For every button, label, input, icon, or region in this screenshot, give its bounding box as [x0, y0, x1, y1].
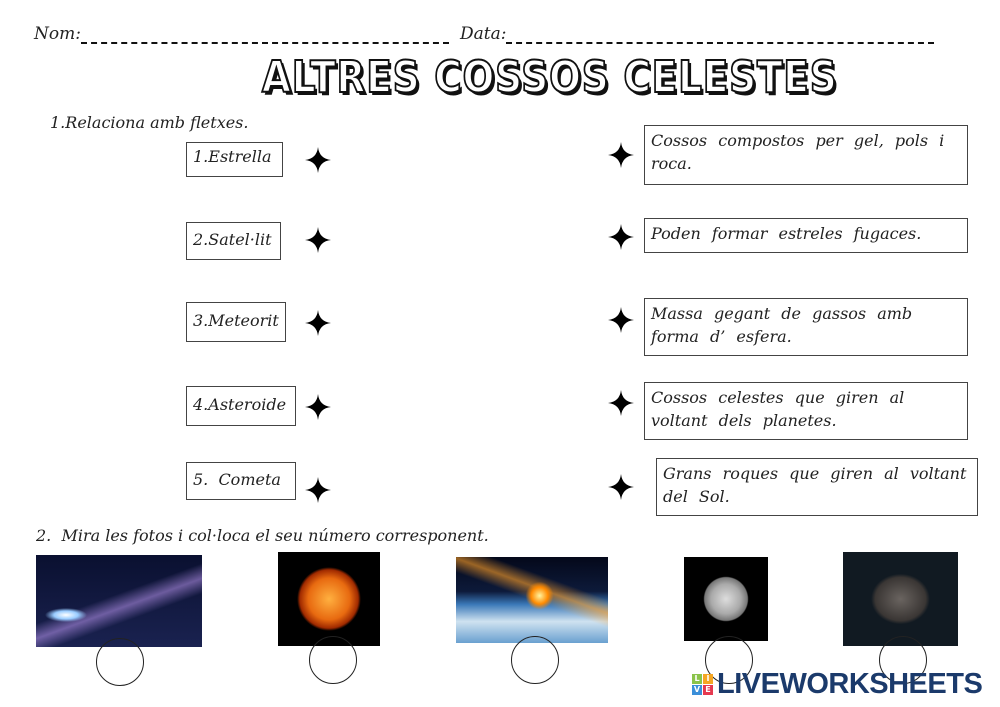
sun-photo: [278, 552, 380, 646]
logo-tile: V: [692, 685, 702, 695]
definition-3: Massa gegant de gassos amb forma d’ esfe…: [644, 298, 968, 356]
logo-tile: L: [692, 674, 702, 684]
meteorite-photo: [456, 557, 608, 643]
definition-5: Grans roques que giren al voltant del So…: [656, 458, 978, 516]
definition-2: Poden formar estreles fugaces.: [644, 218, 968, 253]
date-line[interactable]: [506, 28, 935, 44]
date-field[interactable]: Data:: [460, 24, 935, 44]
answer-circle-asteroid[interactable]: [879, 636, 927, 684]
answer-circle-meteorite[interactable]: [511, 636, 559, 684]
logo-tile: I: [703, 674, 713, 684]
answer-circle-sun[interactable]: [309, 636, 357, 684]
term-cometa: 5. Cometa: [186, 462, 296, 500]
definition-1: Cossos compostos per gel, pols i roca.: [644, 125, 968, 185]
logo-tile: E: [703, 685, 713, 695]
star-connector-icon[interactable]: [608, 390, 634, 416]
term-estrella: 1.Estrella: [186, 142, 283, 177]
name-line[interactable]: [80, 28, 449, 44]
star-connector-icon[interactable]: [608, 142, 634, 168]
logo-text: LIVEWORKSHEETS: [717, 668, 983, 700]
star-connector-icon[interactable]: [305, 310, 331, 336]
logo-tiles-icon: L I V E: [692, 674, 713, 695]
exercise1-instruction: 1.Relaciona amb fletxes.: [50, 113, 249, 132]
star-connector-icon[interactable]: [305, 394, 331, 420]
exercise2-instruction: 2. Mira les fotos i col·loca el seu núme…: [36, 526, 489, 545]
star-connector-icon[interactable]: [608, 474, 634, 500]
name-field[interactable]: Nom:: [34, 24, 449, 44]
term-satellit: 2.Satel·lit: [186, 222, 281, 260]
comet-photo: [36, 555, 202, 647]
term-meteorit: 3.Meteorit: [186, 302, 286, 342]
name-label: Nom:: [34, 24, 81, 44]
asteroid-photo: [843, 552, 958, 646]
page-title: ALTRES COSSOS CELESTES: [261, 51, 838, 104]
star-connector-icon[interactable]: [305, 227, 331, 253]
star-connector-icon[interactable]: [608, 307, 634, 333]
answer-circle-moon[interactable]: [705, 636, 753, 684]
moon-photo: [684, 557, 768, 641]
star-connector-icon[interactable]: [305, 477, 331, 503]
star-connector-icon[interactable]: [608, 224, 634, 250]
date-label: Data:: [460, 24, 507, 44]
term-asteroide: 4.Asteroide: [186, 386, 296, 426]
definition-4: Cossos celestes que giren al voltant del…: [644, 382, 968, 440]
star-connector-icon[interactable]: [305, 147, 331, 173]
liveworksheets-logo: L I V E LIVEWORKSHEETS: [692, 668, 983, 701]
answer-circle-comet[interactable]: [96, 638, 144, 686]
